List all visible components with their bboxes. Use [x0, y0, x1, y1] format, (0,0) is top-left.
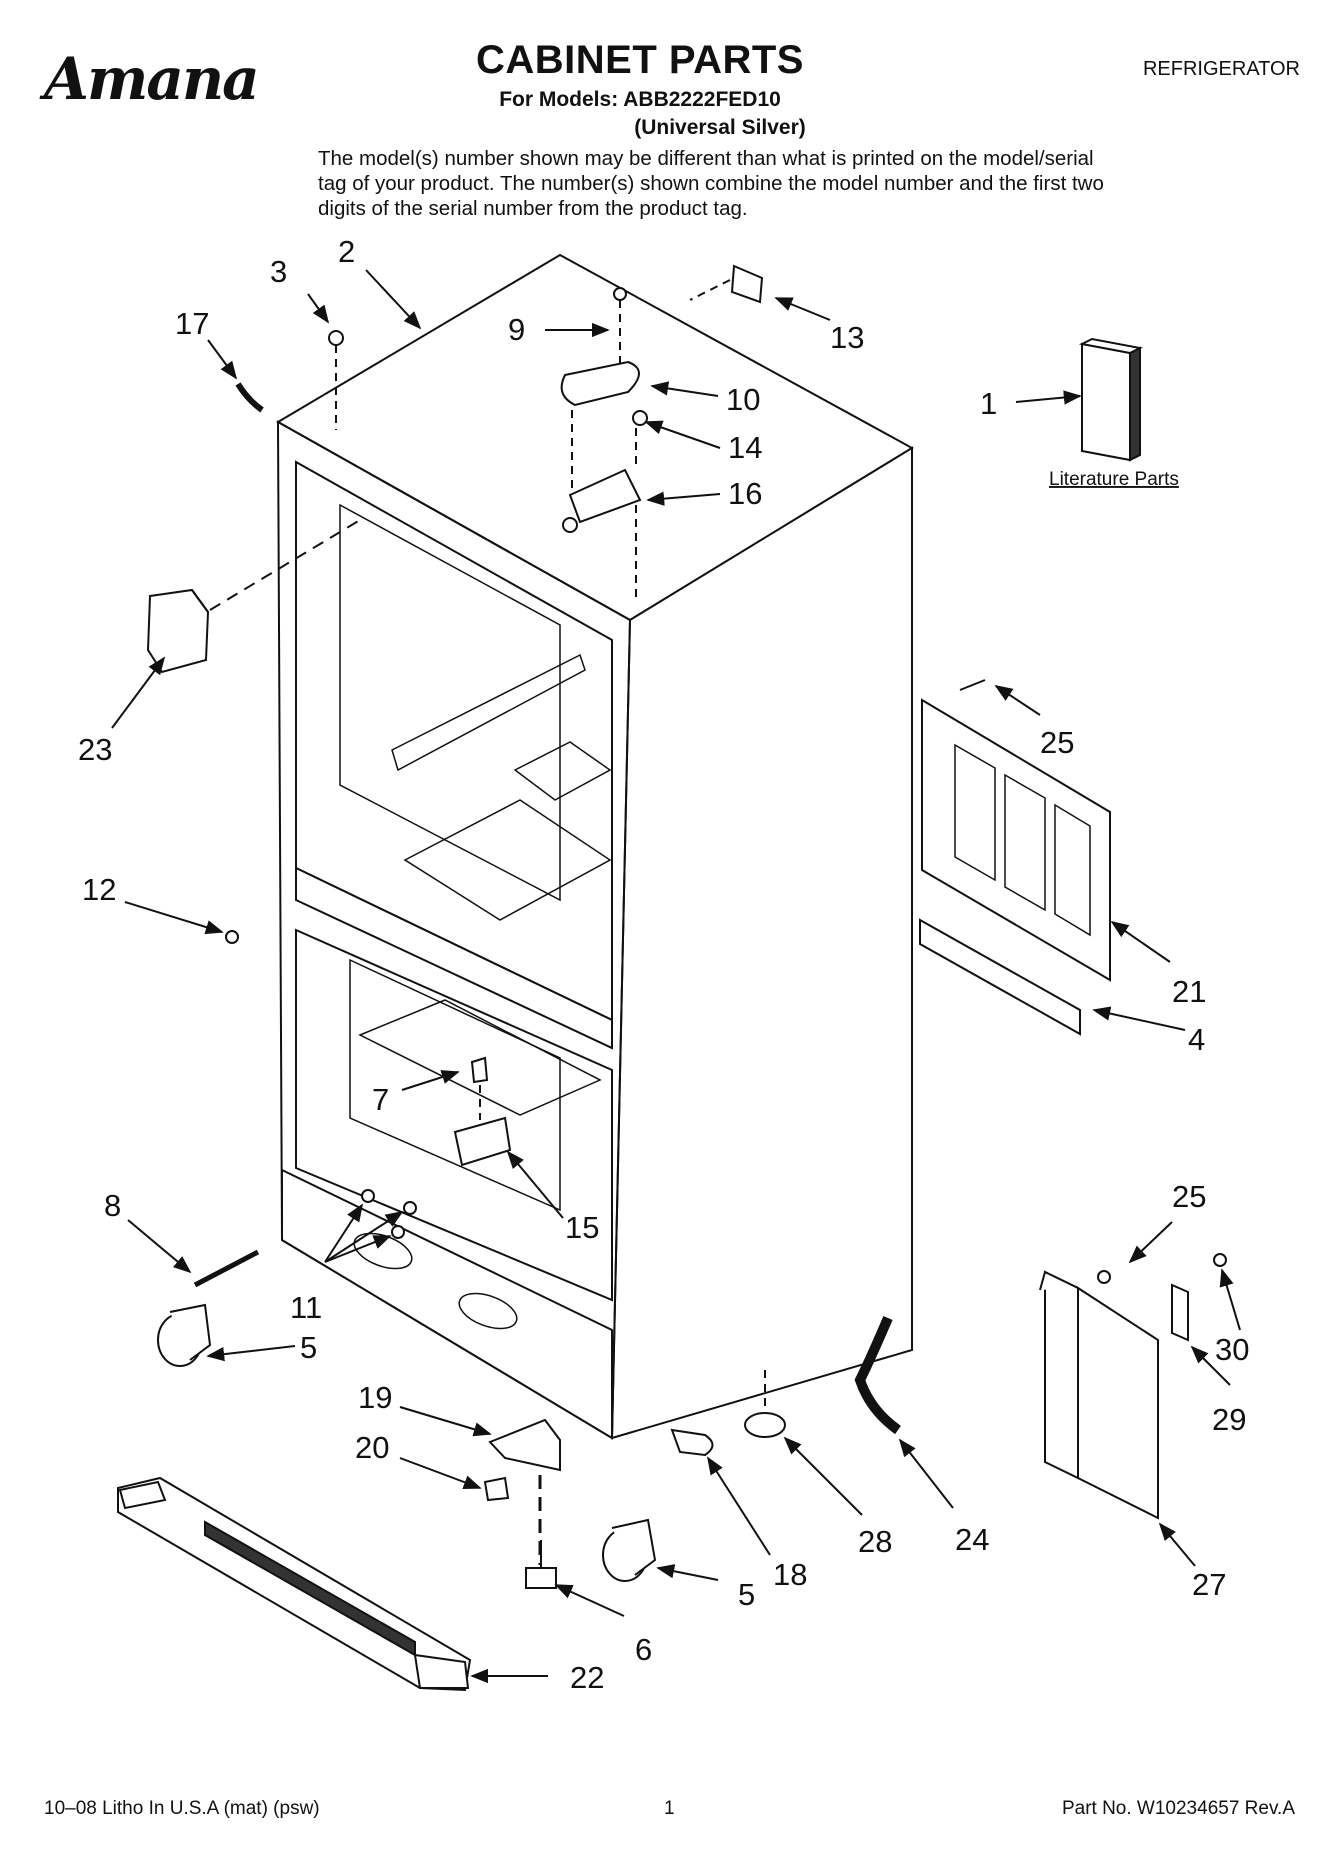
cabinet-shell	[275, 253, 914, 1440]
callout-5-left: 5	[300, 1330, 317, 1365]
callout-1: 1	[980, 386, 997, 421]
callout-27: 27	[1192, 1567, 1226, 1602]
callout-4: 4	[1188, 1022, 1205, 1057]
callout-13: 13	[830, 320, 864, 355]
electrical-box	[1039, 1253, 1227, 1520]
callout-23: 23	[78, 732, 112, 767]
callout-8: 8	[104, 1188, 121, 1223]
callout-25-lower: 25	[1172, 1179, 1206, 1214]
page-title: CABINET PARTS	[476, 38, 804, 82]
page-number: 1	[664, 1798, 675, 1819]
callout-11: 11	[290, 1290, 322, 1325]
callout-12: 12	[82, 872, 116, 907]
brand-logo: Amana	[44, 45, 260, 113]
callout-18: 18	[773, 1557, 807, 1592]
literature-parts-label: Literature Parts	[1049, 469, 1179, 490]
callout-9: 9	[508, 312, 525, 347]
literature-book	[1078, 337, 1144, 462]
callout-22: 22	[570, 1660, 604, 1695]
model-variant: (Universal Silver)	[634, 116, 806, 139]
callout-7: 7	[372, 1082, 389, 1117]
callout-5-right: 5	[738, 1577, 755, 1612]
callout-6: 6	[635, 1632, 652, 1667]
callout-28: 28	[858, 1524, 892, 1559]
models-line: For Models: ABB2222FED10	[499, 88, 781, 111]
callout-16: 16	[728, 476, 762, 511]
callout-10: 10	[726, 382, 760, 417]
callout-21: 21	[1172, 974, 1206, 1009]
callout-14: 14	[728, 430, 762, 465]
callout-3: 3	[270, 254, 287, 289]
product-type: REFRIGERATOR	[1142, 58, 1300, 80]
callout-25-upper: 25	[1040, 725, 1074, 760]
top-hinge-assembly	[560, 287, 648, 600]
machine-compartment-cover	[919, 679, 1111, 1036]
callout-24: 24	[955, 1522, 989, 1557]
callout-20: 20	[355, 1430, 389, 1465]
print-info: 10–08 Litho In U.S.A (mat) (psw)	[44, 1798, 320, 1819]
callout-29: 29	[1212, 1402, 1246, 1437]
model-notice: The model(s) number shown may be differe…	[318, 147, 1104, 220]
callout-leaders	[111, 269, 1241, 1684]
top-small-parts	[235, 264, 764, 430]
callout-30: 30	[1215, 1332, 1249, 1367]
control-knob-housing	[146, 519, 361, 674]
callout-17: 17	[175, 306, 209, 341]
callout-19: 19	[358, 1380, 392, 1415]
lower-parts	[117, 930, 901, 1692]
callout-2: 2	[338, 234, 355, 269]
part-number: Part No. W10234657 Rev.A	[1061, 1798, 1295, 1819]
callout-15: 15	[565, 1210, 599, 1245]
